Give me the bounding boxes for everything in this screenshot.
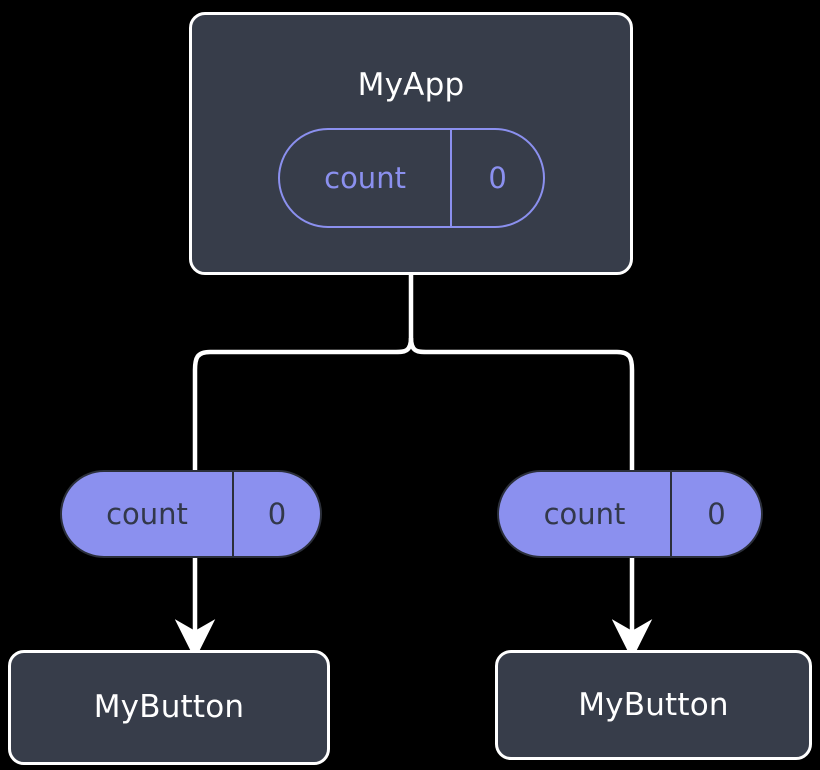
state-value-label: 0 <box>450 130 543 226</box>
edge-branch-right <box>408 337 635 470</box>
component-title-myapp: MyApp <box>357 67 465 103</box>
component-title-mybutton: MyButton <box>578 686 729 723</box>
state-pill-child-right-count[interactable]: count 0 <box>497 470 763 558</box>
state-value-label: 0 <box>670 472 761 556</box>
state-pill-child-left-count[interactable]: count 0 <box>60 470 322 558</box>
state-key-label: count <box>324 160 406 195</box>
state-key-label: count <box>543 496 626 531</box>
component-title-mybutton: MyButton <box>93 689 245 725</box>
edge-branch-left <box>192 337 414 470</box>
state-value-label: 0 <box>232 472 320 556</box>
state-key-label: count <box>106 496 188 531</box>
component-node-mybutton-left[interactable]: MyButton <box>8 650 330 765</box>
state-pill-myapp-count[interactable]: count 0 <box>278 128 545 228</box>
component-node-mybutton-right[interactable]: MyButton <box>495 650 812 760</box>
